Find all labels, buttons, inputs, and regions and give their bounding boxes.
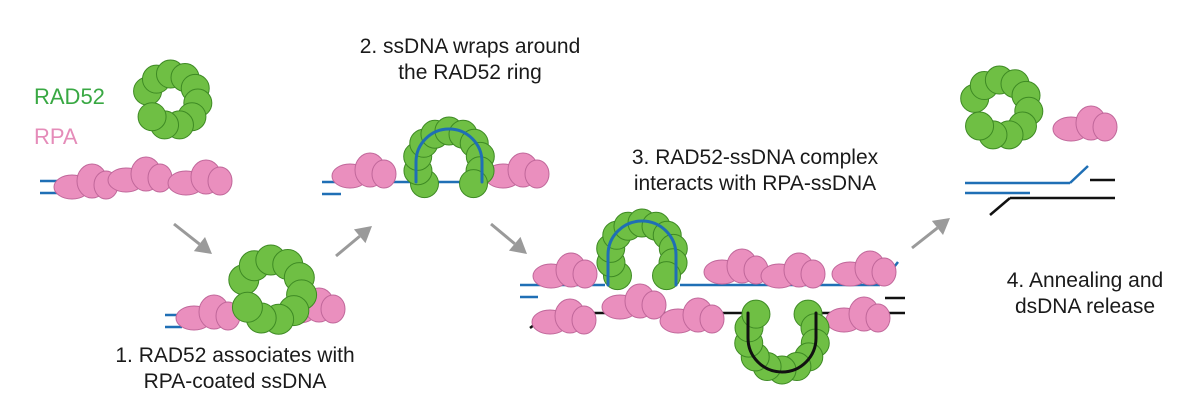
panel0-rpa-3 [167,159,233,196]
arrow-head [193,237,212,254]
step3-rpa-1 [532,252,598,289]
arrow-icon-4 [911,218,950,250]
rpa-lobe [320,294,346,324]
step3-wrapped-dna-black [746,311,818,374]
rpa-lobe [524,159,550,189]
rad52-subunit [652,261,682,291]
rpa-lobe [207,166,233,196]
step4-rad52-ring [960,65,1044,150]
step3-rpa-3 [760,252,826,289]
step3-rpa-5 [601,283,667,320]
panel0-rpa-1 [53,163,119,200]
step4-ssdna-tail [1069,165,1089,184]
rpa-lobe [1092,112,1118,142]
step-1-line-2: RPA-coated ssDNA [143,370,327,393]
step-1-caption: 1. RAD52 associates with RPA-coated ssDN… [90,343,380,395]
step-2-caption: 2. ssDNA wraps around the RAD52 ring [330,34,610,86]
arrow-head [353,226,372,244]
arrow-head [931,218,950,235]
step-2-line-2: the RAD52 ring [398,61,542,84]
step-4-caption: 4. Annealing and dsDNA release [975,268,1195,320]
arrow-shaft [490,222,516,245]
rad52-rings [133,59,1044,385]
step-4-line-1: 4. Annealing and [1006,269,1164,292]
rad52-subunit [741,299,771,329]
arrow-head [508,236,527,254]
arrow-shaft [911,226,939,250]
step-3-caption: 3. RAD52-ssDNA complex interacts with RP… [595,145,915,197]
step1-rpa-1 [175,294,241,331]
rpa-lobe [371,159,397,189]
step3-wrapped-ssdna [606,219,678,287]
rpa-proteins [53,105,1118,335]
step3-rpa-2 [703,248,769,285]
step-4-line-2: dsDNA release [1014,295,1156,318]
step3-rpa-4 [831,250,897,287]
arrow-icon-2 [335,226,372,258]
step4-rpa [1052,105,1118,142]
rpa-lobe [572,259,598,289]
step3-rpa-6 [531,298,597,335]
step4-black-tail [989,197,1011,216]
step1-rad52-ring [228,244,318,335]
arrow-shaft [173,222,201,246]
rad52-subunit [965,111,995,141]
rad52-subunit [137,102,167,132]
rpa-lobe [147,163,173,193]
rpa-lobe [871,257,897,287]
arrows [173,218,950,258]
step2-wrapped-ssdna [414,127,484,184]
legend-rpa-label: RPA [34,124,78,149]
rpa-lobe [800,259,826,289]
rpa-lobe [865,303,891,333]
legend-rad52-label: RAD52 [34,84,105,109]
rpa-lobe [571,305,597,335]
rad52-subunit [231,291,263,323]
step-3-line-2: interacts with RPA-ssDNA [633,172,877,195]
panel0-rpa-2 [107,156,173,193]
arrow-icon-1 [173,222,212,254]
step-1-line-1: 1. RAD52 associates with [115,344,355,367]
legend-rad52-ring-icon [133,59,213,140]
arrow-shaft [335,235,361,258]
wrapped-ssdna [414,127,818,374]
arrow-icon-3 [490,222,527,254]
step3-rpa-7 [659,297,725,334]
step-2-line-1: 2. ssDNA wraps around [359,35,581,58]
step2-rpa-1 [331,152,397,189]
rpa-lobe [699,304,725,334]
step3-rpa-8 [825,296,891,333]
rpa-lobe [641,290,667,320]
step-3-line-1: 3. RAD52-ssDNA complex [631,146,879,169]
